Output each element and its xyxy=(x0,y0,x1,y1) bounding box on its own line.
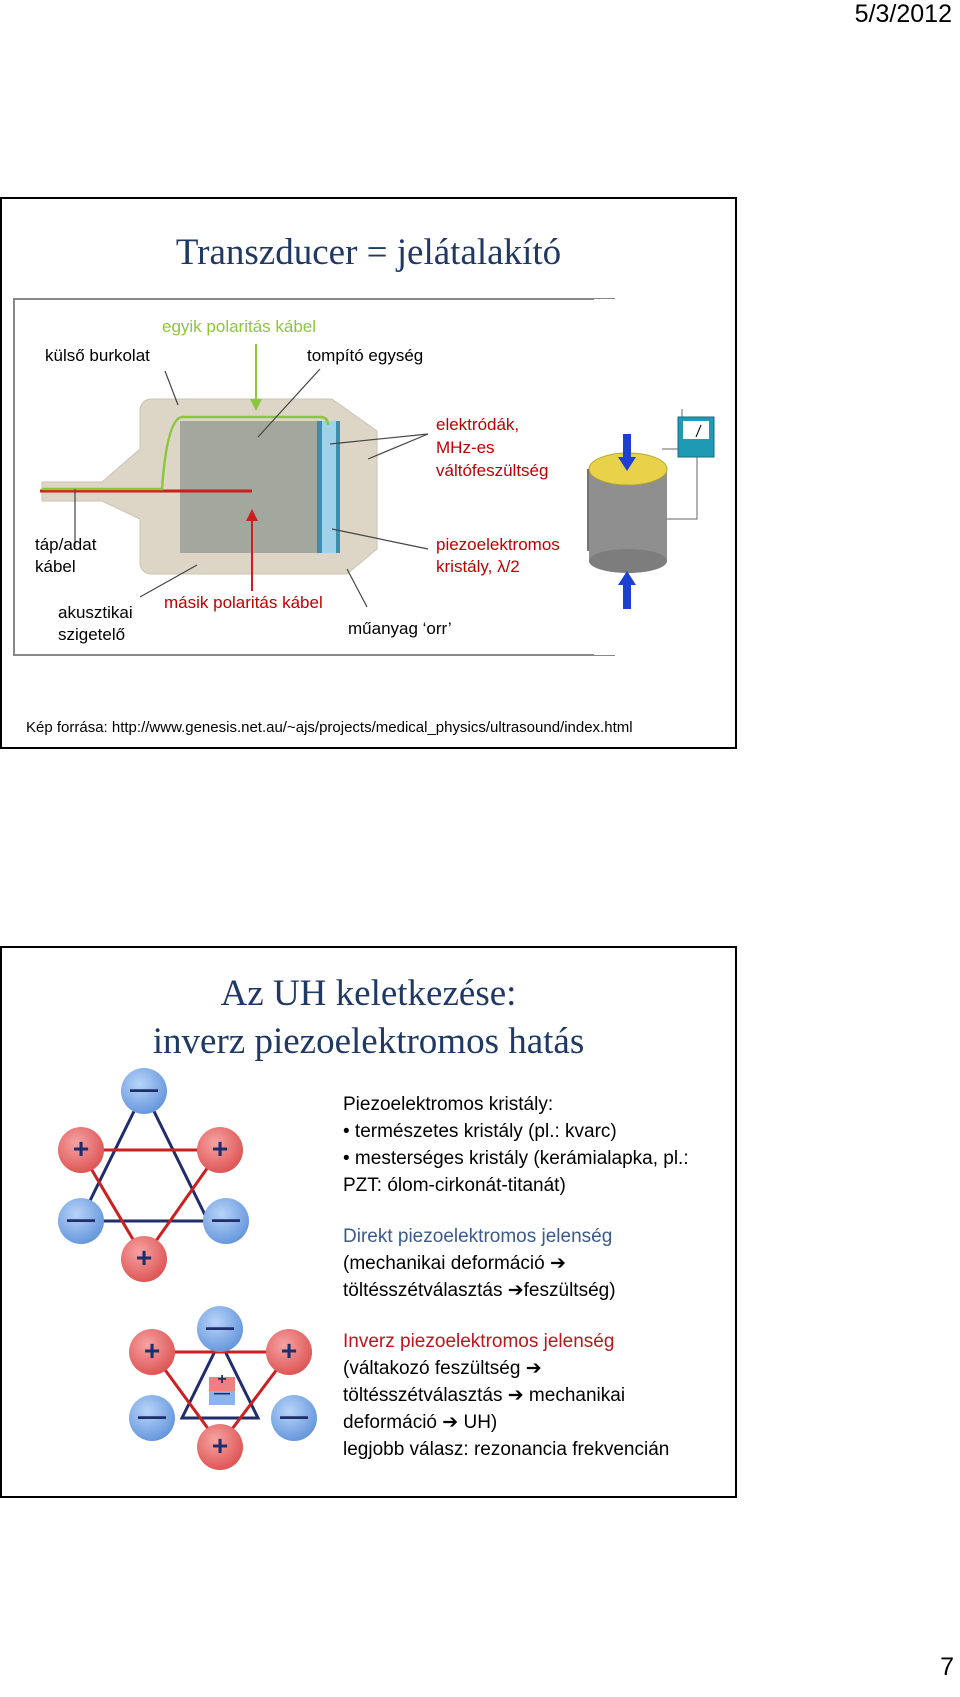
damping-block xyxy=(180,421,317,553)
label-akusztikai-1: akusztikai xyxy=(58,603,133,622)
slide-title-line2: inverz piezoelektromos hatás xyxy=(152,1021,585,1062)
page-number: 7 xyxy=(940,1653,954,1681)
label-piezo-1: piezoelektromos xyxy=(436,535,560,554)
date: 5/3/2012 xyxy=(854,0,952,28)
upper-triangle-blue xyxy=(77,1087,211,1223)
text-bullet-2: • mesterséges kristály (kerámialapka, pl… xyxy=(343,1148,689,1169)
plus-charge: + xyxy=(266,1329,312,1375)
upper-triangle-red xyxy=(77,1148,223,1261)
inverse-line-1: (váltakozó feszültség ➔ xyxy=(343,1358,542,1379)
label-elektrodak-1: elektródák, xyxy=(436,415,520,434)
plus-charge: + xyxy=(58,1127,104,1173)
direct-line-2: töltésszétválasztás ➔feszültség) xyxy=(343,1280,616,1301)
green-cable xyxy=(42,415,330,491)
green-arrow-head xyxy=(250,399,262,411)
lower-triangle-blue xyxy=(179,1337,261,1420)
force-arrow-down xyxy=(618,457,636,471)
label-piezo-2: kristály, λ/2 xyxy=(436,557,520,576)
label-tap-1: táp/adat xyxy=(35,535,97,554)
minus-charge: — xyxy=(271,1395,317,1441)
force-arrow-up xyxy=(618,571,636,585)
minus-charge: — xyxy=(203,1198,249,1244)
center-minus-box xyxy=(209,1391,235,1405)
text-p1: Piezoelektromos kristály: xyxy=(343,1094,554,1115)
center-plus-box xyxy=(209,1377,235,1391)
label-masik-polaritas: másik polaritás kábel xyxy=(164,593,323,612)
lower-triangle-red xyxy=(149,1350,294,1448)
plus-charge: + xyxy=(197,1127,243,1173)
slide-title-line1: Az UH keletkezése: xyxy=(220,973,517,1014)
plus-charge: + xyxy=(129,1329,175,1375)
label-egyik-polaritas: egyik polaritás kábel xyxy=(162,317,317,336)
plus-charge: + xyxy=(121,1236,167,1282)
slide-transducer: Transzducer = jelátalakító xyxy=(0,197,737,749)
label-kulso-burkolat: külső burkolat xyxy=(45,346,150,365)
hexagram-diagrams xyxy=(77,1087,294,1448)
electrode-left xyxy=(317,421,322,553)
inverse-heading: Inverz piezoelektromos jelenség xyxy=(343,1331,615,1352)
inverse-line-3: deformáció ➔ UH) xyxy=(343,1412,498,1433)
inverse-line-2: töltésszétválasztás ➔ mechanikai xyxy=(343,1385,626,1406)
red-arrow-head xyxy=(246,509,258,521)
label-muanyag-orr: műanyag ‘orr’ xyxy=(348,619,452,638)
plus-charge: + xyxy=(197,1424,243,1470)
label-akusztikai-2: szigetelő xyxy=(58,625,126,644)
transducer-diagram xyxy=(13,298,734,656)
minus-charge: — xyxy=(129,1395,175,1441)
label-tap-2: kábel xyxy=(35,557,76,576)
minus-charge: — xyxy=(58,1198,104,1244)
inverse-line-4: legjobb válasz: rezonancia frekvencián xyxy=(343,1439,670,1460)
piezo-crystal xyxy=(322,421,336,553)
minus-charge: — xyxy=(121,1068,167,1114)
label-elektrodak-3: váltófeszültség xyxy=(436,461,549,480)
electrode-right xyxy=(336,421,340,553)
center-plus-sign: + xyxy=(217,1371,227,1388)
text-bullet-1: • természetes kristály (pl.: kvarc) xyxy=(343,1121,617,1142)
center-minus-sign: — xyxy=(214,1385,230,1402)
minus-charge: — xyxy=(197,1306,243,1352)
image-source: Kép forrása: http://www.genesis.net.au/~… xyxy=(26,719,633,736)
label-tompito: tompító egység xyxy=(307,346,424,365)
slide-body-text: Piezoelektromos kristály: • természetes … xyxy=(343,1091,689,1463)
direct-line-1: (mechanikai deformáció ➔ xyxy=(343,1253,566,1274)
text-bullet-2-cont: PZT: ólom-cirkonát-titanát) xyxy=(343,1175,566,1196)
direct-heading: Direkt piezoelektromos jelenség xyxy=(343,1226,613,1247)
slide-uh-keletkezese: Az UH keletkezése: inverz piezoelektromo… xyxy=(0,946,737,1498)
label-elektrodak-2: MHz-es xyxy=(436,438,495,457)
slide-title: Transzducer = jelátalakító xyxy=(175,232,562,273)
